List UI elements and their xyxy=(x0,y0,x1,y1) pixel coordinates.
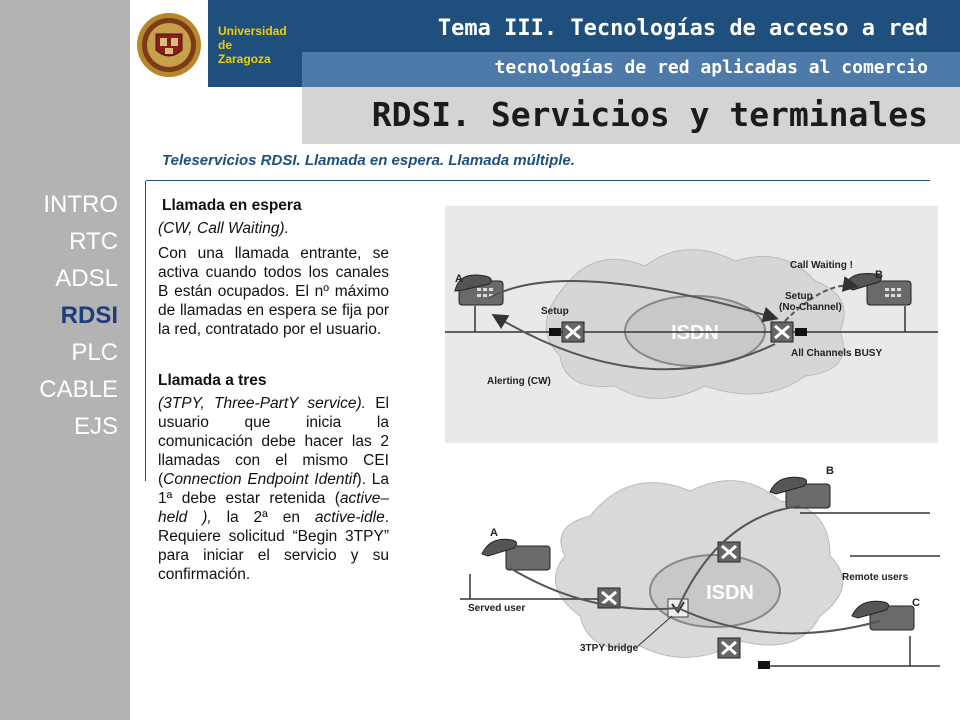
topic-title: Tema III. Tecnologías de acceso a red xyxy=(437,16,928,41)
call-waiting-body: Con una llamada entrante, se activa cuan… xyxy=(158,245,389,338)
divider-horizontal xyxy=(146,180,930,181)
station-c-label: C xyxy=(912,597,920,609)
switch-x-icon xyxy=(561,321,585,343)
telephone-icon-c xyxy=(851,600,915,631)
isdn-cloud-icon xyxy=(624,295,766,367)
university-line-2: de xyxy=(218,38,233,52)
topic-bar: Tema III. Tecnologías de acceso a red xyxy=(302,0,960,52)
telephone-icon-b xyxy=(769,476,831,509)
university-line-3: Zaragoza xyxy=(218,52,271,66)
three-party-diagram: ISDN A B C Served user Remote use xyxy=(440,456,940,674)
subtopic-bar: tecnologías de red aplicadas al comercio xyxy=(302,52,960,87)
university-name: Universidad de Zaragoza xyxy=(208,0,302,87)
three-party-subheading: (3TPY, Three-PartY service). xyxy=(158,395,366,412)
nav-item-rtc[interactable]: RTC xyxy=(69,228,118,255)
section-subtitle: Teleservicios RDSI. Llamada en espera. L… xyxy=(162,152,575,169)
remote-users-label: Remote users xyxy=(842,572,909,583)
call-waiting-diagram: ISDN A B Setup Setup (No-Channel) Call W… xyxy=(435,206,945,443)
university-line-1: Universidad xyxy=(218,24,287,38)
nav-menu: INTRO RTC ADSL RDSI PLC CABLE EJS xyxy=(39,186,118,445)
sidebar: INTRO RTC ADSL RDSI PLC CABLE EJS xyxy=(0,0,130,720)
call-waiting-label: Call Waiting ! xyxy=(790,260,853,271)
station-b-label: B xyxy=(875,269,883,281)
title-bar: RDSI. Servicios y terminales xyxy=(302,87,960,144)
divider-vertical xyxy=(145,181,146,481)
page-title: RDSI. Servicios y terminales xyxy=(371,95,928,134)
nav-item-plc[interactable]: PLC xyxy=(71,339,118,366)
nav-item-cable[interactable]: CABLE xyxy=(39,376,118,403)
switch-x-icon xyxy=(597,587,621,609)
switch-x-icon xyxy=(717,637,741,659)
isdn-label: ISDN xyxy=(671,322,719,344)
busy-label: All Channels BUSY xyxy=(791,348,882,359)
isdn-label: ISDN xyxy=(706,582,754,604)
nav-item-adsl[interactable]: ADSL xyxy=(55,265,118,292)
call-waiting-subheading: (CW, Call Waiting). xyxy=(158,220,289,237)
station-a-label: A xyxy=(490,527,498,539)
alerting-label: Alerting (CW) xyxy=(487,376,551,387)
nav-item-intro[interactable]: INTRO xyxy=(43,191,118,218)
nav-item-rdsi[interactable]: RDSI xyxy=(60,302,118,329)
call-waiting-heading: Llamada en espera xyxy=(162,197,302,214)
nav-item-ejs[interactable]: EJS xyxy=(73,413,118,440)
switch-x-icon xyxy=(770,321,794,343)
setup-label: Setup xyxy=(541,306,569,317)
subtopic-title: tecnologías de red aplicadas al comercio xyxy=(494,57,928,78)
three-party-heading: Llamada a tres xyxy=(158,372,267,389)
three-party-body: (3TPY, Three-PartY service). El usuario … xyxy=(158,395,389,583)
content-text: Llamada en espera (CW, Call Waiting). Co… xyxy=(158,196,389,592)
switch-x-icon xyxy=(717,541,741,563)
telephone-icon-a xyxy=(481,538,551,571)
telephone-icon-a xyxy=(454,274,504,306)
station-b-label: B xyxy=(826,465,834,477)
university-seal-icon xyxy=(136,12,202,78)
served-user-label: Served user xyxy=(468,603,525,614)
setup-nc-label-2: (No-Channel) xyxy=(779,302,842,313)
setup-nc-label-1: Setup xyxy=(785,291,813,302)
station-a-label: A xyxy=(455,273,463,285)
bridge-label: 3TPY bridge xyxy=(580,643,639,654)
